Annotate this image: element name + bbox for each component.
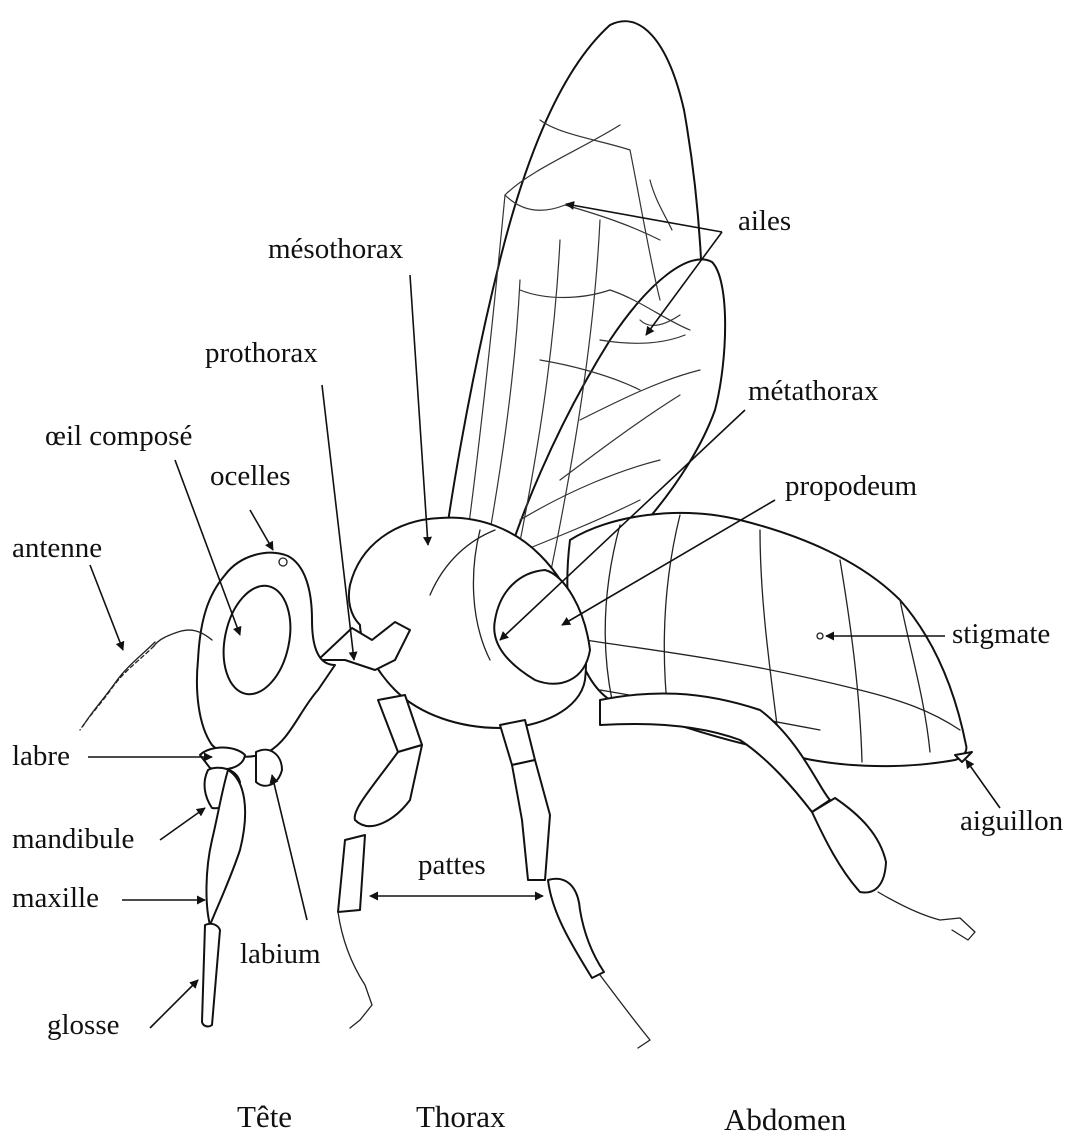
label-stigmate: stigmate [952, 618, 1050, 650]
label-maxille: maxille [12, 882, 99, 914]
middle-leg-tibia [548, 879, 604, 978]
front-leg-tibia [338, 835, 365, 912]
arrow-antenne [90, 565, 123, 650]
arrow-mandibule [160, 808, 205, 840]
antenna [80, 630, 212, 730]
front-leg-tarsus [338, 912, 372, 1028]
label-mesothorax: mésothorax [268, 233, 404, 265]
label-mandibule: mandibule [12, 823, 134, 855]
region-thorax: Thorax [416, 1099, 506, 1134]
label-propodeum: propodeum [785, 470, 918, 502]
arrow-mesothorax [410, 275, 428, 545]
label-ocelles: ocelles [210, 460, 291, 492]
arrow-aiguillon [966, 760, 1000, 808]
label-pattes: pattes [418, 849, 486, 881]
label-ailes: ailes [738, 205, 791, 237]
region-tete: Tête [237, 1099, 292, 1134]
front-leg-femur [355, 745, 422, 826]
label-antenne: antenne [12, 532, 102, 564]
label-oeil-compose: œil composé [45, 420, 192, 452]
label-labium: labium [240, 938, 321, 970]
arrow-glosse [150, 980, 198, 1028]
label-metathorax: métathorax [748, 375, 879, 407]
labrum [200, 748, 245, 770]
labium-part [256, 750, 282, 786]
middle-leg-coxa [500, 720, 535, 765]
region-abdomen: Abdomen [724, 1102, 847, 1137]
arrow-prothorax [322, 385, 354, 660]
hind-leg-tibia [812, 798, 886, 893]
antenna-flagellum [80, 646, 154, 730]
middle-leg-tarsus [600, 975, 650, 1048]
glossa [202, 924, 220, 1027]
label-aiguillon: aiguillon [960, 805, 1064, 837]
label-labre: labre [12, 740, 70, 772]
arrow-ocelles [250, 510, 273, 550]
hind-leg-tarsus [878, 892, 975, 940]
middle-leg-femur [512, 760, 550, 880]
label-glosse: glosse [47, 1009, 120, 1041]
label-prothorax: prothorax [205, 337, 318, 369]
arrow-labium [272, 775, 307, 920]
body-regions: Tête Thorax Abdomen [237, 1099, 847, 1137]
